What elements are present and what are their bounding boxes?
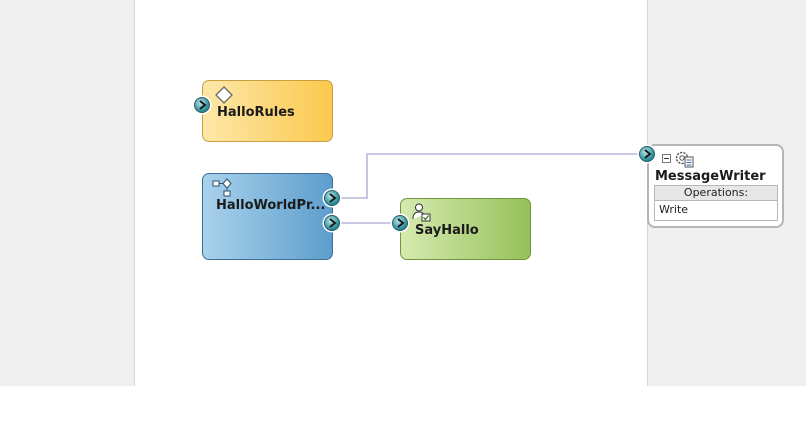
canvas-footer-area bbox=[0, 386, 806, 432]
hallo-world-process-component[interactable]: HalloWorldPr... bbox=[202, 173, 333, 260]
collapse-button[interactable] bbox=[662, 154, 671, 163]
process-flow-icon bbox=[212, 178, 234, 202]
diamond-icon bbox=[215, 86, 233, 108]
process-reference-port-sayhallo[interactable] bbox=[324, 215, 340, 231]
component-label: HalloWorldPr... bbox=[216, 198, 326, 213]
component-label: HalloRules bbox=[217, 105, 295, 120]
message-writer-reference[interactable]: MessageWriter Operations: Write bbox=[647, 144, 784, 228]
message-writer-reference-port[interactable] bbox=[639, 146, 655, 162]
operations-header: Operations: bbox=[654, 185, 778, 201]
gear-document-icon bbox=[674, 149, 696, 173]
process-reference-port-messagewriter[interactable] bbox=[324, 190, 340, 206]
hallo-rules-component[interactable]: HalloRules bbox=[202, 80, 333, 142]
say-hallo-service-port[interactable] bbox=[392, 215, 408, 231]
operation-item[interactable]: Write bbox=[654, 201, 778, 221]
component-label: SayHallo bbox=[415, 223, 479, 238]
human-task-icon bbox=[412, 203, 432, 227]
reference-title: MessageWriter bbox=[655, 169, 766, 184]
exposed-services-lane bbox=[0, 0, 135, 386]
say-hallo-component[interactable]: SayHallo bbox=[400, 198, 531, 260]
hallo-rules-service-port[interactable] bbox=[194, 97, 210, 113]
